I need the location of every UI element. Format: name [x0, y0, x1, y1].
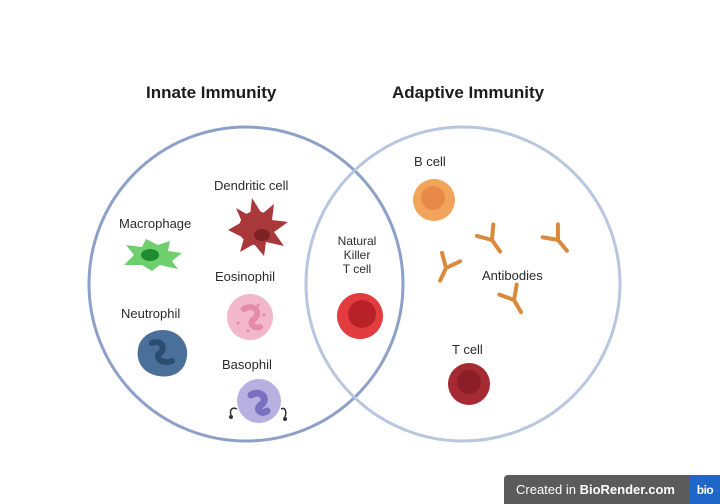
watermark-text: Created in BioRender.com	[504, 482, 675, 497]
nk-label-line-3: T cell	[342, 262, 372, 276]
eosinophil-icon	[227, 294, 273, 340]
nk-t-cell-icon	[337, 293, 383, 339]
adaptive-circle	[304, 125, 622, 443]
nk-label-line-1: Natural	[337, 234, 377, 248]
b-cell-icon	[413, 179, 455, 221]
neutrophil-icon	[137, 329, 188, 377]
t-cell-icon	[448, 363, 490, 405]
neutrophil-label: Neutrophil	[121, 306, 181, 321]
macrophage-icon	[124, 239, 182, 271]
basophil-label: Basophil	[222, 357, 272, 372]
antibody-icon	[497, 282, 523, 315]
t-cell-label: T cell	[452, 342, 483, 357]
antibodies-label: Antibodies	[482, 268, 543, 283]
nk-t-cell-label: Natural Killer T cell	[325, 234, 389, 276]
dendritic-cell-icon	[228, 198, 288, 256]
antibody-icon	[540, 222, 569, 253]
antibody-icon	[474, 222, 503, 254]
watermark-prefix: Created in	[516, 482, 580, 497]
biorender-logo: bio	[690, 475, 720, 504]
watermark-brand: BioRender.com	[579, 482, 675, 497]
basophil-icon	[229, 379, 287, 423]
innate-circle	[87, 125, 405, 443]
macrophage-label: Macrophage	[119, 216, 192, 231]
b-cell-label: B cell	[414, 154, 446, 169]
adaptive-immunity-title: Adaptive Immunity	[392, 83, 545, 102]
dendritic-cell-label: Dendritic cell	[214, 178, 289, 193]
biorender-watermark[interactable]: Created in BioRender.com bio	[504, 475, 720, 504]
innate-immunity-title: Innate Immunity	[146, 83, 277, 102]
eosinophil-label: Eosinophil	[215, 269, 275, 284]
nk-label-line-2: Killer	[343, 248, 371, 262]
antibody-icon	[438, 250, 463, 283]
